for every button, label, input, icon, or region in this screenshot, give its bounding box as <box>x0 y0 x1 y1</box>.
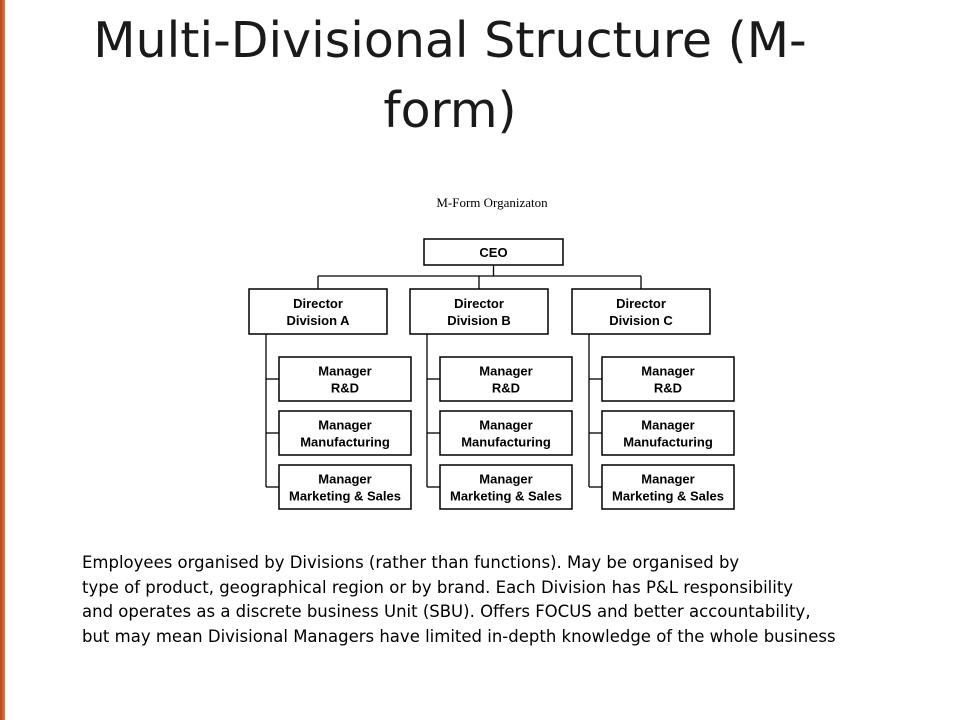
manager-manufacturing-division-a-box-label: Manufacturing <box>300 435 390 450</box>
manager-marketing-sales-division-b-box-label: Marketing & Sales <box>450 489 562 504</box>
director-division-b-box-label: Director <box>454 296 504 311</box>
manager-marketing-sales-division-a-box-label: Marketing & Sales <box>289 489 401 504</box>
manager-marketing-sales-division-c-box-frame <box>601 464 735 510</box>
manager-manufacturing-division-c-box-frame <box>601 410 735 456</box>
director-division-a-box-frame <box>248 288 388 335</box>
director-division-b-box-label: Division B <box>447 313 511 328</box>
manager-marketing-sales-division-a-box-label: Manager <box>318 472 371 487</box>
org-chart-title: M-Form Organizaton <box>436 195 548 210</box>
manager-rd-division-b-box-label: Manager <box>479 364 532 379</box>
manager-manufacturing-division-c-box-label: Manufacturing <box>623 435 713 450</box>
manager-marketing-sales-division-c-box-label: Marketing & Sales <box>612 489 724 504</box>
manager-manufacturing-division-b-box-label: Manufacturing <box>461 435 551 450</box>
manager-manufacturing-division-c-box-label: Manager <box>641 418 694 433</box>
description-line-2: type of product, geographical region or … <box>82 577 794 597</box>
description: Employees organised by Divisions (rather… <box>82 551 960 649</box>
ceo-box: CEO <box>423 238 564 266</box>
page-title: Multi-Divisional Structure (M- form) <box>60 6 840 146</box>
manager-manufacturing-division-b-box-frame <box>439 410 573 456</box>
manager-rd-division-c-box-frame <box>601 356 735 402</box>
manager-rd-division-a-box-label: Manager <box>318 364 371 379</box>
director-division-c-box-label: Division C <box>609 313 673 328</box>
manager-manufacturing-division-a-box-frame <box>278 410 412 456</box>
manager-rd-division-c-box-label: Manager <box>641 364 694 379</box>
director-division-a-box-label: Director <box>293 296 343 311</box>
manager-rd-division-a-box-frame <box>278 356 412 402</box>
manager-manufacturing-division-b-box-label: Manager <box>479 418 532 433</box>
director-division-b-box-frame <box>409 288 549 335</box>
accent-bar <box>0 0 5 720</box>
manager-rd-division-b-box-label: R&D <box>492 381 520 396</box>
manager-rd-division-b-box-frame <box>439 356 573 402</box>
manager-marketing-sales-division-b-box-frame <box>439 464 573 510</box>
director-division-a-box-label: Division A <box>286 313 350 328</box>
title-line-2: form) <box>383 82 517 139</box>
ceo-box-frame <box>423 238 564 266</box>
director-division-c-box-label: Director <box>616 296 666 311</box>
title-line-1: Multi-Divisional Structure (M- <box>93 12 807 69</box>
ceo-box-label: CEO <box>479 245 507 260</box>
director-division-c-box-frame <box>571 288 711 335</box>
description-line-3: and operates as a discrete business Unit… <box>82 602 811 621</box>
manager-rd-division-c-box-label: R&D <box>654 381 682 396</box>
manager-marketing-sales-division-b-box-label: Manager <box>479 472 532 487</box>
manager-rd-division-a-box-label: R&D <box>331 381 359 396</box>
manager-manufacturing-division-a-box-label: Manager <box>318 418 371 433</box>
description-line-1: Employees organised by Divisions (rather… <box>82 553 740 572</box>
manager-marketing-sales-division-c-box-label: Manager <box>641 472 694 487</box>
manager-marketing-sales-division-a-box-frame <box>278 464 412 510</box>
description-line-4: but may mean Divisional Managers have li… <box>82 626 836 646</box>
